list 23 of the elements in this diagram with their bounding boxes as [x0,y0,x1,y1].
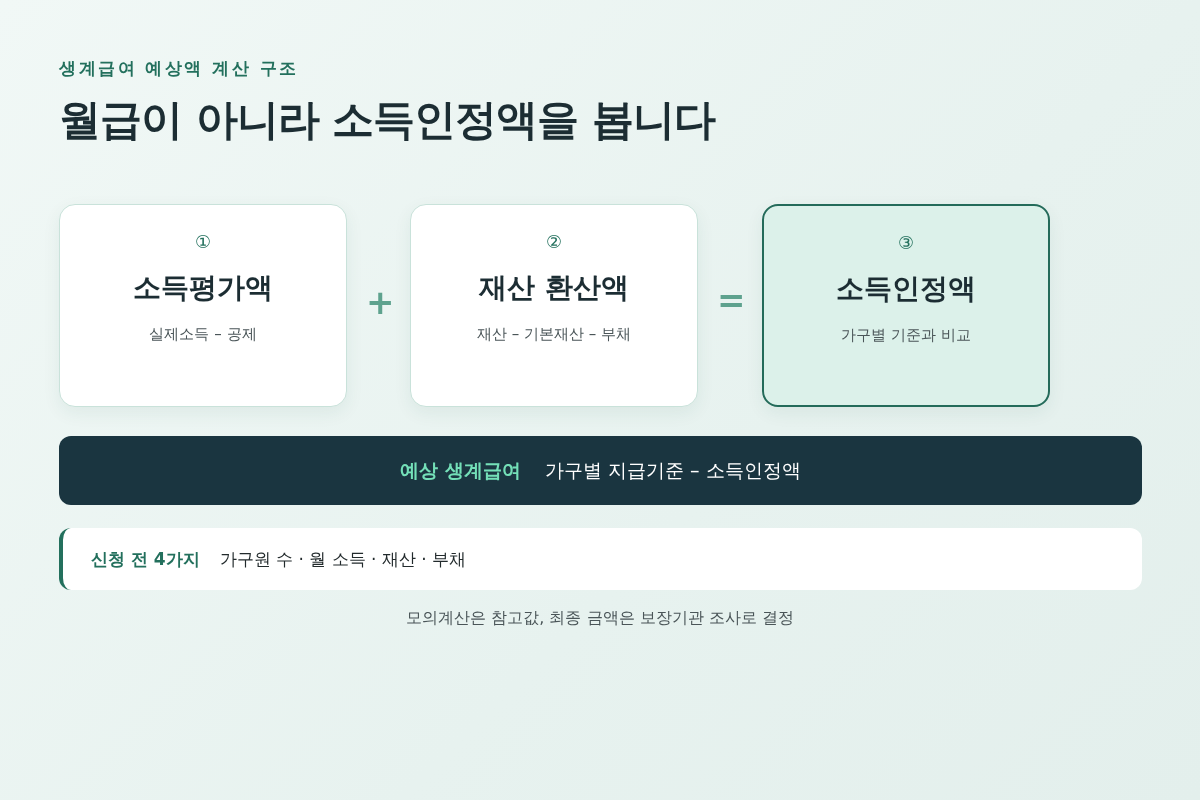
checklist-bar [59,528,1142,590]
step-number: ② [545,231,563,254]
page-title: 월급이 아니라 소득인정액을 봅니다 [59,94,715,146]
card-description: 가구별 기준과 비교 [841,326,971,345]
card-title: 재산 환산액 [479,270,629,306]
step-number: ③ [897,232,915,255]
card-title: 소득평가액 [133,270,273,306]
equals-sign: = [717,280,746,321]
formula-banner [59,436,1142,505]
footnote: 모의계산은 참고값, 최종 금액은 보장기관 조사로 결정 [406,608,794,629]
eyebrow-text: 생계급여 예상액 계산 구조 [59,58,299,79]
step-card [59,204,347,407]
card-description: 실제소득 – 공제 [149,325,257,344]
checklist-items: 가구원 수 · 월 소득 · 재산 · 부채 [219,547,467,571]
step-card [410,204,698,407]
banner-formula: 가구별 지급기준 – 소득인정액 [545,457,801,483]
card-description: 재산 – 기본재산 – 부채 [476,325,632,344]
plus-sign: + [366,282,395,323]
result-card [762,204,1050,407]
checklist-label: 신청 전 4가지 [91,547,200,571]
banner-label: 예상 생계급여 [400,457,521,483]
step-number: ① [194,231,212,254]
card-title: 소득인정액 [836,271,976,307]
